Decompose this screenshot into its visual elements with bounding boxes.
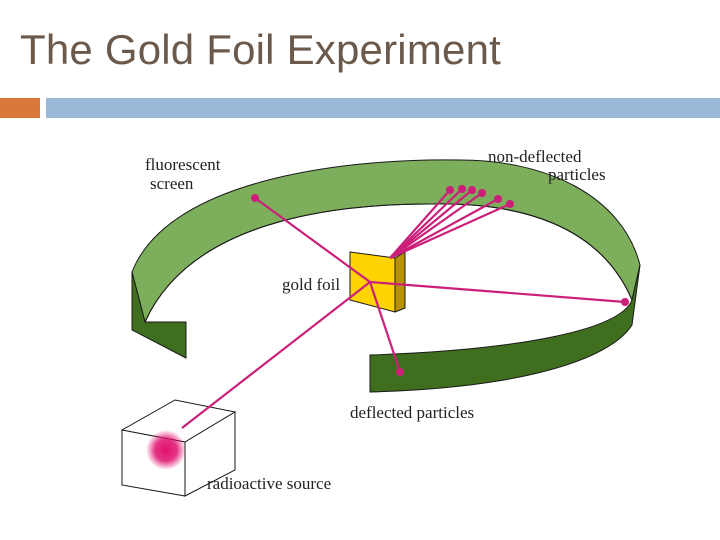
nondeflected-beam-1	[389, 189, 451, 259]
screen-front-wall	[369, 264, 641, 393]
title-rule-bar	[46, 98, 720, 118]
screen-inner-edge	[144, 203, 633, 323]
nondeflected-beam-3	[389, 189, 473, 259]
impact-spot	[468, 186, 476, 194]
impact-spot	[251, 194, 259, 202]
impact-spot	[478, 189, 486, 197]
title-accent-bar	[0, 98, 40, 118]
screen-left-wall	[131, 271, 187, 359]
nondeflected-beam-6	[389, 202, 511, 260]
label-fluorescent-line2: screen	[150, 174, 194, 193]
impact-spots	[251, 185, 629, 376]
label-nondeflected-line2: particles	[548, 165, 606, 184]
impact-spot	[396, 368, 404, 376]
label-deflected-particles: deflected particles	[350, 403, 474, 422]
nondeflected-beam-4	[389, 192, 483, 259]
impact-spot	[506, 200, 514, 208]
radioactive-source-box	[120, 399, 237, 497]
label-gold-foil: gold foil	[282, 275, 340, 294]
label-fluorescent-line1: fluorescent	[145, 155, 221, 174]
deflected-beam-back	[254, 197, 371, 283]
slide-title: The Gold Foil Experiment	[20, 26, 501, 73]
incident-beam	[181, 281, 371, 429]
impact-spot	[446, 186, 454, 194]
impact-spot	[621, 298, 629, 306]
label-nondeflected-line1: non-deflected	[488, 147, 582, 166]
nondeflected-beam-2	[389, 188, 463, 259]
nondeflected-beam-5	[389, 198, 499, 259]
impact-spot	[494, 195, 502, 203]
deflected-beam-right	[369, 280, 626, 304]
particle-beams	[181, 188, 626, 429]
label-radioactive-source: radioactive source	[207, 474, 331, 493]
deflected-beam-down	[368, 281, 402, 373]
source-glow	[146, 430, 186, 470]
impact-spot	[458, 185, 466, 193]
